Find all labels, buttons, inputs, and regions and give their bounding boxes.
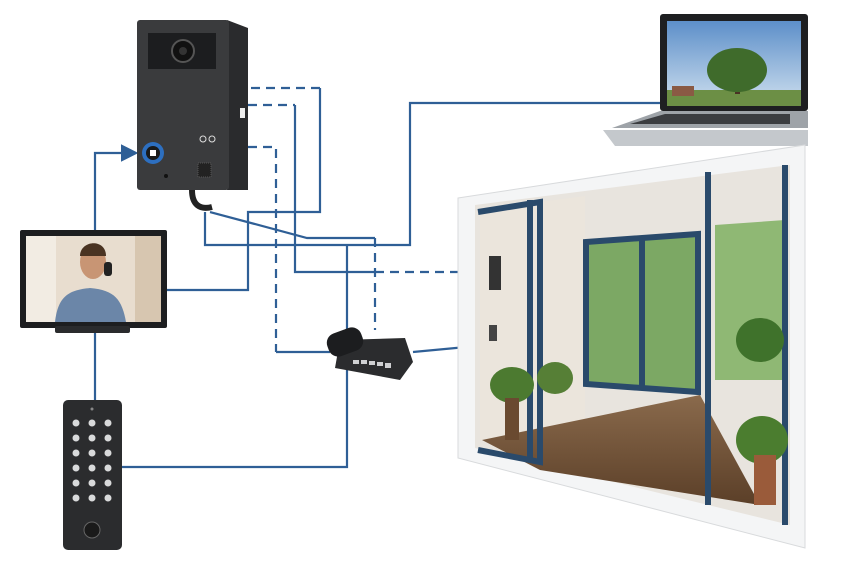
- wire-phone-trunk: [122, 245, 349, 469]
- speaker-grille-icon: [197, 162, 212, 178]
- entrance-door: [457, 144, 806, 549]
- wire-to-door: [293, 105, 375, 274]
- plant-icon: [490, 367, 534, 403]
- fingerprint-sensor-icon: [83, 521, 101, 539]
- person-icon: [55, 288, 126, 322]
- laptop: [603, 14, 808, 146]
- wall-monitor-icon: [489, 256, 501, 290]
- desk-phone: [326, 327, 413, 380]
- wire-dashed-third: [248, 145, 278, 352]
- door-station: [137, 20, 248, 211]
- handset-icon: [326, 327, 364, 357]
- indoor-monitor: [20, 230, 167, 333]
- keypad: [63, 400, 122, 550]
- wire-to-laptop: [203, 101, 660, 247]
- cable-bundle: [189, 189, 213, 211]
- wire-diagonal: [209, 210, 375, 240]
- wire-monitor-to-station: [93, 144, 139, 230]
- keypad-buttons: [72, 419, 112, 502]
- wire-monitor-loop: [167, 88, 322, 292]
- keyboard-icon: [630, 114, 790, 124]
